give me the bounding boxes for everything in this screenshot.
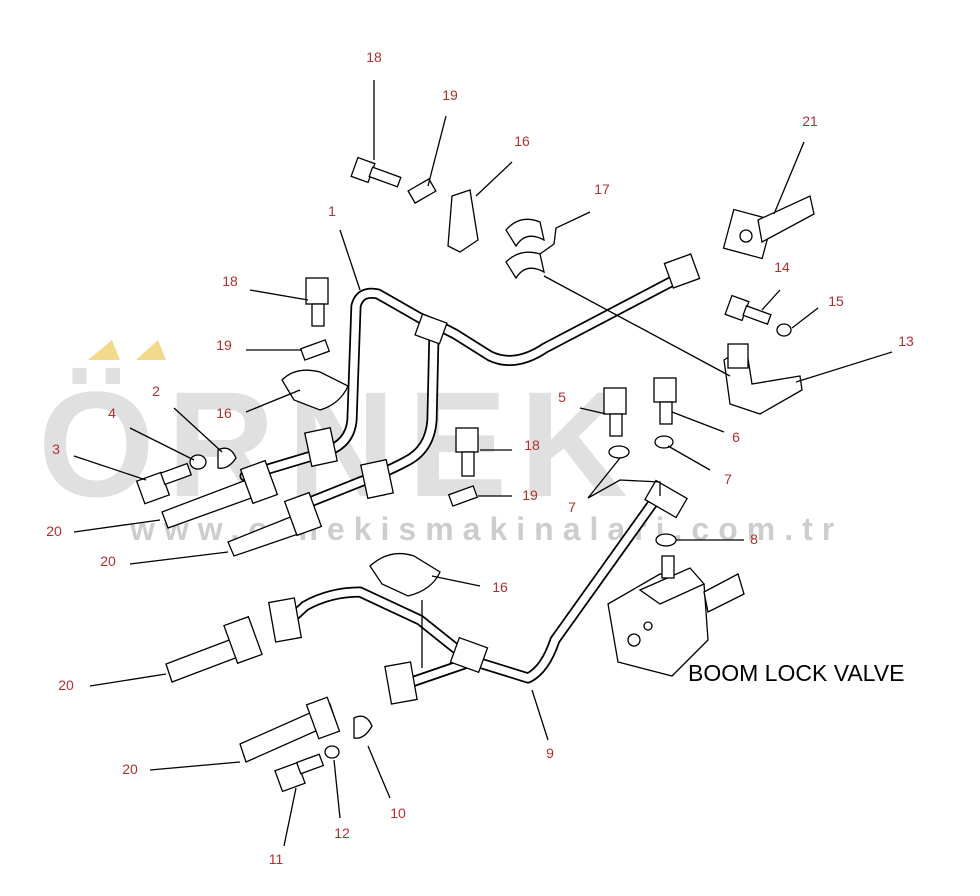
leader-lines [73, 80, 893, 847]
clamp-17-a [505, 218, 545, 248]
bolt-5 [603, 387, 627, 437]
half-clamp-2 [217, 447, 237, 469]
flange-lower-b [384, 661, 418, 705]
callout-15: 15 [828, 293, 844, 309]
clamp-16-left [281, 369, 349, 411]
callout-18-left: 18 [222, 273, 238, 289]
fitting-upper-a [239, 459, 279, 505]
watermark-accent-right [136, 340, 166, 360]
callout-20-a: 20 [46, 523, 62, 539]
watermark-accent-left [88, 340, 120, 360]
plate-19-left [299, 339, 331, 361]
callout-5: 5 [558, 389, 566, 405]
callout-17: 17 [594, 181, 610, 197]
callout-9: 9 [546, 745, 554, 761]
watermark: ÖRNEK www.ornekismakinalari.com.tr [38, 340, 834, 547]
callout-16-middle: 16 [492, 579, 508, 595]
bolt-18-top [350, 156, 402, 188]
bolt-14 [724, 294, 772, 325]
half-clamp-10 [353, 715, 373, 739]
fitting-upper-b [283, 491, 323, 537]
callout-8: 8 [750, 531, 758, 547]
callout-18-middle: 18 [524, 437, 540, 453]
callout-11: 11 [269, 851, 284, 867]
callout-19-top: 19 [442, 87, 458, 103]
callout-1: 1 [328, 203, 336, 219]
callout-20-b: 20 [100, 553, 116, 569]
bolt-18-middle [455, 427, 479, 477]
valve-label: BOOM LOCK VALVE [688, 660, 904, 686]
callout-7-right: 7 [724, 471, 732, 487]
callout-10: 10 [390, 805, 406, 821]
callout-20-d: 20 [122, 761, 138, 777]
washer-7-b [654, 435, 674, 449]
plate-19-middle [447, 485, 479, 507]
callout-3: 3 [52, 441, 60, 457]
callout-2: 2 [152, 383, 160, 399]
boom-lock-valve [607, 555, 745, 677]
callout-14: 14 [774, 259, 790, 275]
clamp-16-middle [369, 552, 441, 597]
callout-21: 21 [802, 113, 818, 129]
clamp-17-b [505, 251, 545, 280]
flange-lower-a [267, 597, 303, 643]
bolt-6 [653, 377, 677, 425]
flange-upper-b [359, 458, 395, 500]
bolt-11 [274, 753, 325, 793]
callout-13: 13 [898, 333, 914, 349]
callout-labels: 18 19 16 17 21 1 18 14 15 13 19 2 4 16 5… [46, 49, 914, 867]
fitting-lower-b [305, 696, 341, 740]
flange-upper-a [303, 426, 339, 468]
callout-16-left: 16 [216, 405, 232, 421]
upper-pipe-1 [239, 253, 701, 512]
callout-4: 4 [108, 405, 116, 421]
washer-15 [776, 323, 792, 337]
o-ring-8 [655, 533, 677, 547]
bracket-13 [723, 343, 803, 415]
callout-20-c: 20 [58, 677, 74, 693]
washer-12 [324, 745, 340, 759]
callout-7-left: 7 [568, 499, 576, 515]
callout-18-top: 18 [366, 49, 382, 65]
callout-19-middle: 19 [522, 487, 538, 503]
flange-21 [722, 195, 815, 260]
bolt-18-left [305, 277, 329, 327]
callout-6: 6 [732, 429, 740, 445]
callout-19-left: 19 [216, 337, 232, 353]
fitting-lower-a [223, 615, 263, 665]
clamp-16-top [447, 189, 479, 253]
plate-19-top [407, 178, 437, 204]
washer-7-a [608, 445, 630, 459]
washer-4 [189, 454, 207, 470]
callout-12: 12 [334, 825, 350, 841]
callout-16-top: 16 [514, 133, 530, 149]
